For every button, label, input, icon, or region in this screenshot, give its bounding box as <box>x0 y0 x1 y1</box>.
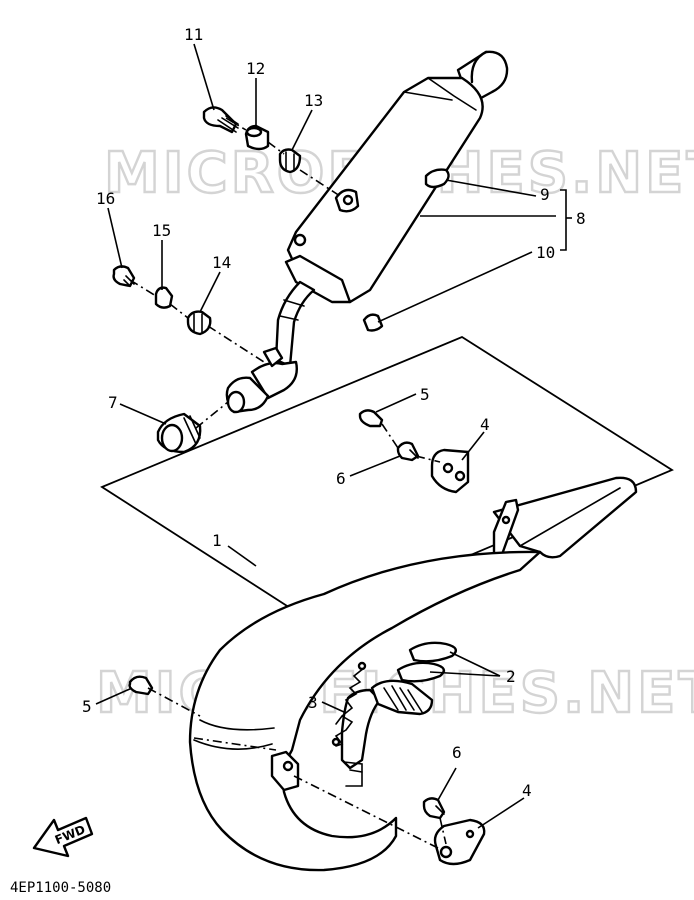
callout-12: 12 <box>246 59 265 78</box>
diagram-code: 4EP1100-5080 <box>10 880 111 896</box>
bolt-6-lower <box>422 797 446 820</box>
collar-12 <box>244 124 270 151</box>
callout-16: 16 <box>96 189 115 208</box>
bracket-4-upper <box>430 448 470 494</box>
bolt-5-lower <box>128 675 154 696</box>
grommet-14 <box>186 310 212 336</box>
callout-13: 13 <box>304 91 323 110</box>
callout-15: 15 <box>152 221 171 240</box>
bolt-11 <box>202 106 239 134</box>
callout-3: 3 <box>308 693 318 712</box>
callout-1: 1 <box>212 531 222 550</box>
callout-6-lower: 6 <box>452 743 462 762</box>
collar-15 <box>154 286 174 309</box>
silencer <box>225 50 509 414</box>
callout-5-lower: 5 <box>82 697 92 716</box>
callout-7: 7 <box>108 393 118 412</box>
screw-10 <box>362 313 384 332</box>
subassembly-frame <box>100 335 674 624</box>
callout-9: 9 <box>540 185 550 204</box>
gaskets-2 <box>396 641 458 683</box>
callout-10: 10 <box>536 243 555 262</box>
leader-lines <box>95 43 572 829</box>
callout-4-lower: 4 <box>522 781 532 800</box>
callouts: 11 12 13 16 15 14 7 5 4 6 1 2 3 5 6 4 9 … <box>82 25 586 800</box>
spring-3 <box>331 661 367 747</box>
callout-14: 14 <box>212 253 231 272</box>
callout-2: 2 <box>506 667 516 686</box>
bolt-5-upper <box>358 409 384 428</box>
exhaust-pipe <box>188 476 638 872</box>
bolt-16 <box>112 265 136 288</box>
callout-4-upper: 4 <box>480 415 490 434</box>
callout-11: 11 <box>184 25 203 44</box>
fwd-arrow-icon: FWD <box>32 816 94 858</box>
grommet-13 <box>278 148 302 174</box>
callout-6-upper: 6 <box>336 469 346 488</box>
callout-5-upper: 5 <box>420 385 430 404</box>
callout-8: 8 <box>576 209 586 228</box>
joint-seal-7 <box>156 412 202 454</box>
bolt-6-upper <box>396 441 420 462</box>
assembly-lines <box>129 117 447 849</box>
